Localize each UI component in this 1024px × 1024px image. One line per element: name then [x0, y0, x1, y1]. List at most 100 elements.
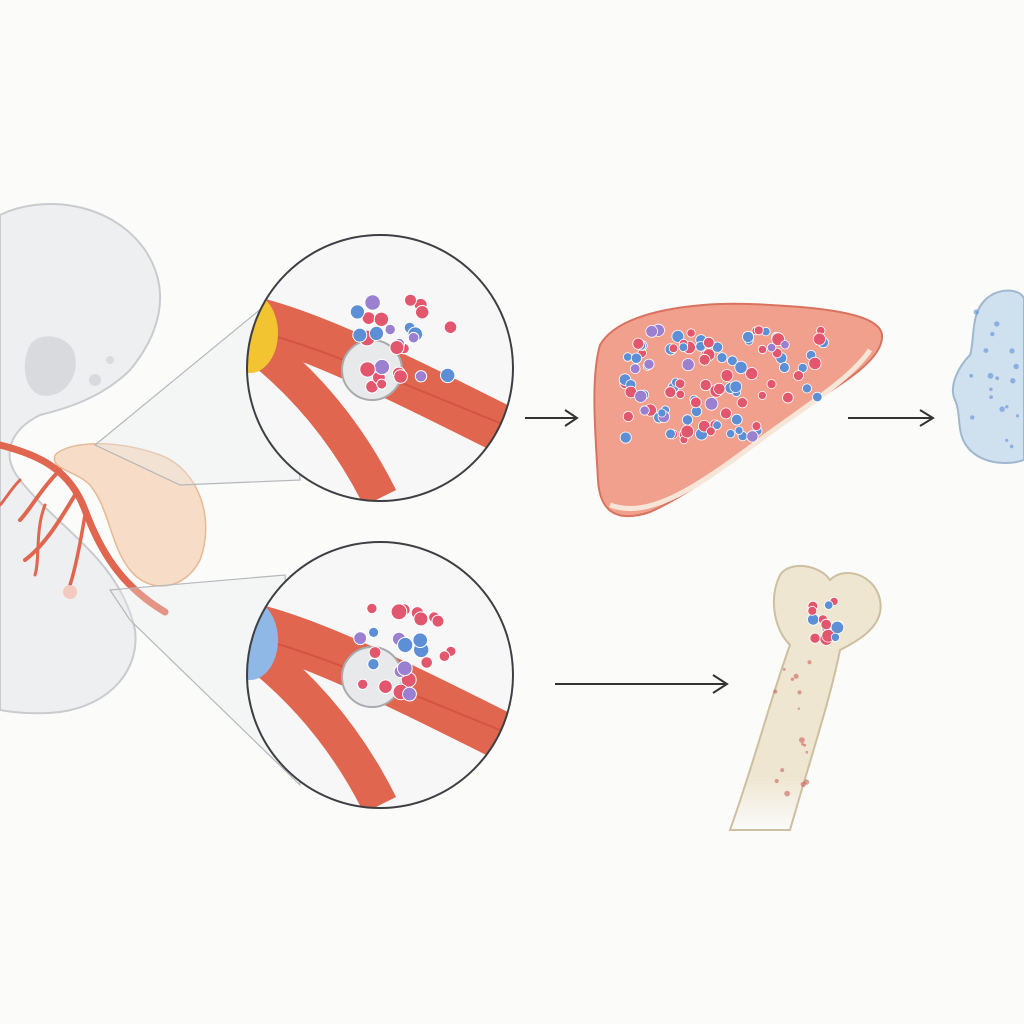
- metastasis-cell: [779, 362, 790, 373]
- metastasis-cell: [630, 352, 643, 364]
- tumor-cell: [404, 293, 417, 307]
- tumor-cell: [390, 603, 408, 621]
- metastasis-cell: [619, 431, 632, 444]
- metastasis-cell: [690, 396, 702, 409]
- tumor-cell: [396, 660, 413, 677]
- bone-metastasis-cell: [809, 632, 821, 644]
- bone-metastasis-cell: [824, 600, 834, 610]
- tumor-cell: [414, 370, 428, 383]
- lung-speck: [987, 372, 994, 379]
- tumor-cell: [349, 304, 365, 320]
- lung-speck: [983, 348, 989, 353]
- lung-speck: [1010, 378, 1016, 384]
- metastasis-cell: [730, 413, 743, 426]
- metastasis-cell: [757, 390, 767, 400]
- metastasis-cell: [746, 430, 759, 443]
- bone: [728, 564, 882, 831]
- metastasis-cell: [639, 405, 650, 416]
- tumor-cell: [420, 656, 434, 669]
- tumor-cell: [440, 367, 456, 384]
- tumor-cell: [366, 602, 378, 615]
- metastasis-cell: [780, 340, 790, 350]
- bone-speck: [780, 768, 785, 773]
- bone-speck: [807, 660, 812, 665]
- metastasis-cell: [725, 429, 736, 439]
- metastasis-cell: [812, 391, 823, 403]
- metastasis-cell: [713, 382, 726, 395]
- tumor-cell: [413, 611, 429, 627]
- metastasis-cell: [643, 358, 655, 370]
- metastasis-cell: [622, 410, 634, 422]
- tumor-cell: [412, 632, 429, 649]
- metastasis-cell: [802, 383, 813, 394]
- bone-metastasis-cell: [820, 618, 832, 631]
- bone-speck: [800, 781, 806, 788]
- lung: [951, 289, 1024, 464]
- arrows: [525, 409, 935, 694]
- lung-speck: [995, 376, 1000, 381]
- tumor-cell: [364, 294, 381, 311]
- metastasis-cell: [632, 337, 645, 350]
- metastasis-cell: [793, 370, 804, 382]
- metastasis-cell: [629, 363, 641, 375]
- bone-speck: [793, 673, 799, 679]
- metastasis-cell: [766, 342, 777, 353]
- metastasis-cell: [729, 380, 743, 394]
- tumor-cell: [368, 646, 382, 659]
- tumor-cell: [357, 678, 369, 690]
- metastasis-cell: [782, 391, 794, 404]
- tumor-cell: [407, 331, 420, 344]
- tumor-cell: [378, 679, 393, 695]
- zoom-lines: [93, 283, 301, 787]
- metastasis-cell: [753, 325, 764, 336]
- tumor-cell: [443, 320, 458, 335]
- tumor-cell: [368, 626, 380, 639]
- metastasis-cell: [698, 353, 711, 366]
- metastasis-cell: [766, 379, 777, 390]
- lung-speck: [1013, 363, 1019, 370]
- lung-speck: [990, 331, 995, 337]
- lung-speck: [1005, 405, 1009, 409]
- bone-speck: [801, 742, 804, 746]
- metastasis-cell: [675, 389, 686, 400]
- arrow-to-liver-icon: [525, 409, 579, 427]
- bone-speck: [790, 677, 795, 681]
- metastasis-cell: [680, 424, 695, 439]
- lung-speck: [1005, 438, 1009, 442]
- tumor-cell: [389, 340, 405, 355]
- bone-speck: [805, 750, 809, 754]
- tumor-cell: [431, 614, 445, 628]
- lung-speck: [973, 309, 979, 315]
- tumor-cell: [415, 305, 430, 320]
- metastasis-cell: [757, 344, 768, 355]
- bone-speck: [797, 707, 800, 710]
- bone-metastasis-cell: [807, 605, 818, 616]
- tumor-cell: [367, 658, 380, 671]
- metastasis-cell: [751, 421, 762, 432]
- metastasis-cell: [734, 360, 748, 374]
- metastasis-cell: [704, 396, 719, 411]
- body-silhouette: [0, 203, 161, 715]
- bone-speck: [782, 668, 786, 671]
- tumor-cell: [359, 361, 376, 378]
- metastasis-cell: [727, 355, 738, 367]
- metastasis-cell: [657, 408, 667, 418]
- metastasis-cell: [645, 325, 658, 338]
- bone-speck: [799, 737, 805, 743]
- lung-speck: [969, 373, 974, 378]
- bone-speck: [803, 743, 807, 747]
- tumor-cell: [376, 378, 388, 390]
- arrow-to-bone-icon: [555, 674, 729, 694]
- tumor-cell: [384, 323, 396, 336]
- metastasis-cell: [742, 330, 755, 343]
- tumor-cell: [353, 631, 368, 646]
- tumor-cell: [402, 686, 417, 702]
- bone-speck: [774, 778, 779, 784]
- bone-speck: [797, 690, 802, 695]
- bone-speck: [773, 689, 778, 694]
- metastasis-cell: [671, 329, 685, 343]
- metastasis-cell: [808, 356, 822, 370]
- tumor-cell: [373, 311, 390, 327]
- metastasis-cell: [702, 336, 715, 349]
